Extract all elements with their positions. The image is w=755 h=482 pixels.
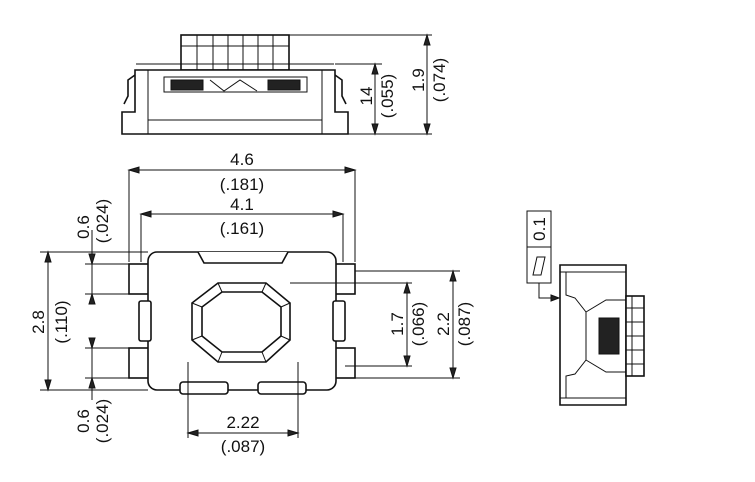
dim-pad-pitch-in: (.066) [409,302,428,346]
dim-height-body-in: (.110) [52,300,71,343]
dim-height-body: 2.8 [29,310,48,334]
dim-top-height-inner-in: (.055) [378,74,397,118]
dim-width-body: 4.1 [230,195,254,214]
dim-top-height-total-in: (.074) [430,58,449,102]
dim-pad-pitch: 1.7 [388,312,407,336]
actuator-inner [201,291,282,353]
right-leg [334,74,347,105]
side-cavity [598,317,620,355]
flatness-icon [532,256,546,276]
dim-width-overall-in: (.181) [220,175,264,194]
pad-left [138,300,152,342]
dim-terminal-width-bottom-in: (.024) [93,399,112,443]
dim-terminal-width-bottom: 0.6 [74,409,93,433]
dim-height-overall-in: (.087) [455,302,474,346]
dim-height-overall: 2.2 [434,312,453,336]
body-front [121,69,349,135]
tolerance-value: 0.1 [530,217,549,241]
pad-right [332,300,346,342]
dim-terminal-width-top: 0.6 [74,215,93,239]
dim-top-height-inner: 14 [357,87,376,106]
dim-width-overall: 4.6 [230,150,254,169]
left-leg [123,74,136,105]
plan-view [128,251,356,395]
dim-actuator-width: 2.22 [226,413,259,432]
front-view-dimensions: 14 (.055) 1.9 (.074) [289,33,449,136]
dim-terminal-width-top-in: (.024) [93,199,112,243]
slot-bottom-left [179,381,229,395]
dim-top-height-total: 1.9 [409,68,428,92]
front-view [121,34,349,135]
plan-view-dimensions: 4.6 (.181) 4.1 (.161) 0.6 (.024) 2.8 (.1… [29,150,474,456]
dim-width-body-in: (.161) [220,219,264,238]
side-view: 0.1 [526,210,645,406]
slot-bottom-right [257,381,307,395]
notch-top [197,251,289,264]
dim-actuator-width-in: (.087) [221,437,265,456]
